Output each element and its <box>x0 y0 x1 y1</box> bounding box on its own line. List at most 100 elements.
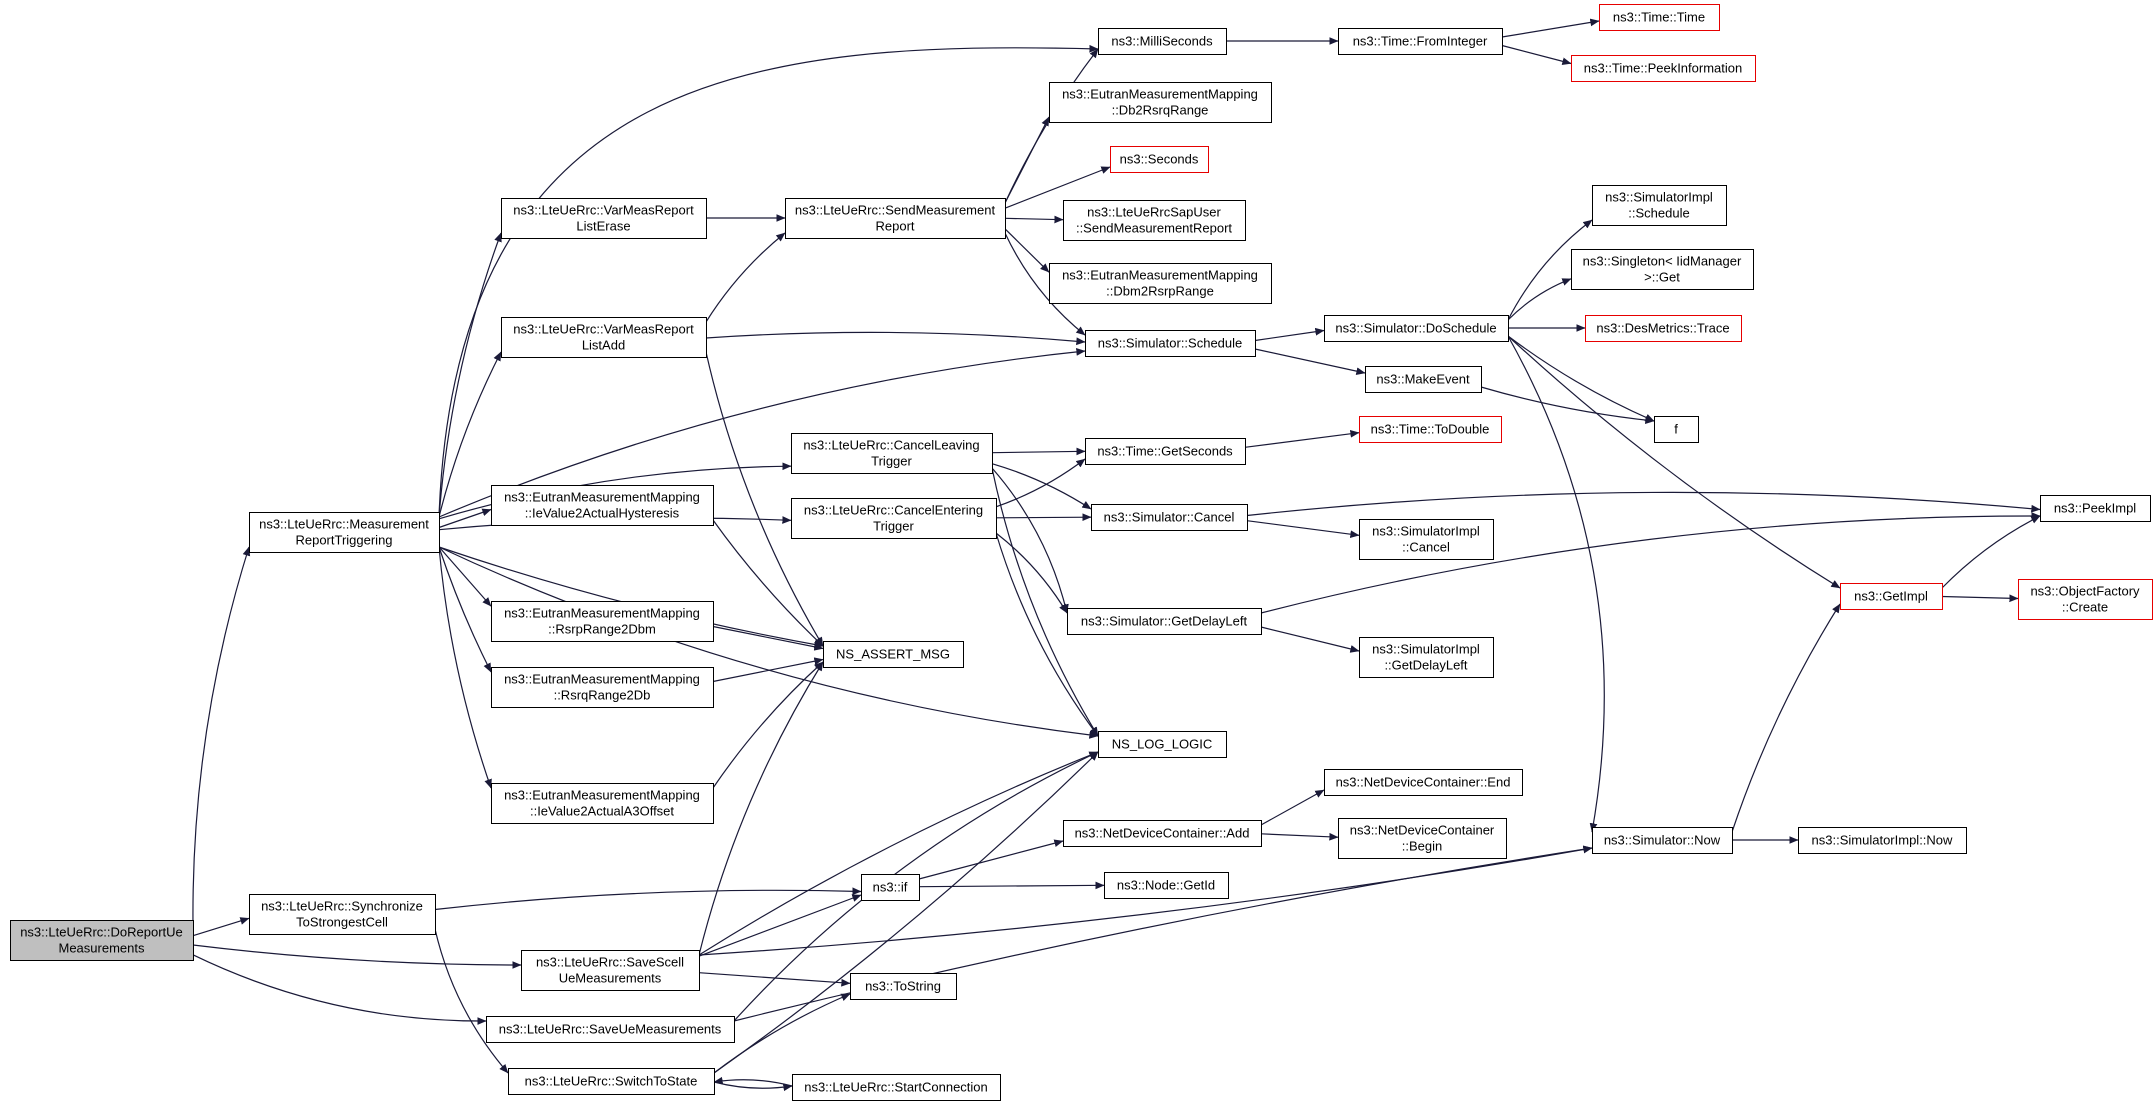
call-edge-from-integer--time-time <box>1501 18 1600 38</box>
call-edge-make-event--f <box>1480 386 1655 424</box>
graph-node-db2rsrq[interactable]: ns3::EutranMeasurementMapping::Db2RsrqRa… <box>1049 82 1272 123</box>
call-edge-get-seconds--to-double <box>1244 429 1360 448</box>
graph-node-save-ue[interactable]: ns3::LteUeRrc::SaveUeMeasurements <box>486 1016 735 1043</box>
call-edge-report-triggering--sim-schedule <box>438 348 1086 518</box>
call-edge-sim-schedule--make-event <box>1254 348 1366 375</box>
graph-node-impl-now[interactable]: ns3::SimulatorImpl::Now <box>1798 827 1967 854</box>
graph-node-label: ns3::Time::PeekInformation <box>1584 61 1742 76</box>
graph-node-obj-create[interactable]: ns3::ObjectFactory::Create <box>2018 579 2153 620</box>
graph-node-get-delay-left[interactable]: ns3::Simulator::GetDelayLeft <box>1067 608 1262 635</box>
call-edge-send-report--sap-send-report <box>1004 215 1064 224</box>
graph-node-label: ns3::Time::ToDouble <box>1371 422 1490 437</box>
graph-node-label: ns3::Simulator::Cancel <box>1104 510 1235 525</box>
call-edge-cancel-leaving--get-seconds <box>991 447 1086 456</box>
call-edge-do-schedule--impl-schedule <box>1507 219 1593 321</box>
graph-node-ndc-end[interactable]: ns3::NetDeviceContainer::End <box>1324 769 1523 796</box>
graph-node-make-event[interactable]: ns3::MakeEvent <box>1365 366 1482 393</box>
call-edge-ie-hysteresis--assert-msg <box>712 519 824 647</box>
call-edge-switch-state--to-string <box>713 993 851 1074</box>
graph-node-get-seconds[interactable]: ns3::Time::GetSeconds <box>1085 438 1246 465</box>
graph-node-rsrp2dbm[interactable]: ns3::EutranMeasurementMapping::RsrpRange… <box>491 601 714 642</box>
call-edge-report-triggering--list-erase <box>438 232 502 518</box>
graph-node-seconds[interactable]: ns3::Seconds <box>1110 146 1209 173</box>
call-edge-if--ndc-add <box>918 839 1064 880</box>
graph-node-log-logic[interactable]: NS_LOG_LOGIC <box>1098 731 1227 758</box>
graph-node-to-string[interactable]: ns3::ToString <box>850 973 957 1000</box>
call-edge-list-add--send-report <box>705 232 786 323</box>
graph-node-label: ns3::SimulatorImpl::Now <box>1812 833 1953 848</box>
call-edge-do-schedule--get-impl <box>1507 335 1841 589</box>
graph-node-peek-impl[interactable]: ns3::PeekImpl <box>2040 495 2151 522</box>
call-edge-rsrp2dbm--assert-msg <box>712 625 824 651</box>
graph-node-label: f <box>1674 422 1678 437</box>
graph-node-label: NS_ASSERT_MSG <box>836 647 950 662</box>
call-edge-report-triggering--ie-a3offset <box>438 546 492 789</box>
graph-node-get-impl[interactable]: ns3::GetImpl <box>1840 583 1943 610</box>
graph-node-if[interactable]: ns3::if <box>861 874 920 901</box>
graph-node-ie-a3offset[interactable]: ns3::EutranMeasurementMapping::IeValue2A… <box>491 783 714 824</box>
graph-node-to-double[interactable]: ns3::Time::ToDouble <box>1359 416 1502 443</box>
call-edge-if--node-get-id <box>918 881 1105 890</box>
call-edge-send-report--seconds <box>1004 166 1111 209</box>
graph-node-start-connection[interactable]: ns3::LteUeRrc::StartConnection <box>792 1074 1001 1101</box>
call-edge-send-report--sim-schedule <box>1004 232 1086 336</box>
graph-node-impl-get-delay-left[interactable]: ns3::SimulatorImpl::GetDelayLeft <box>1359 637 1494 678</box>
graph-node-milliseconds[interactable]: ns3::MilliSeconds <box>1098 28 1227 55</box>
graph-node-assert-msg[interactable]: NS_ASSERT_MSG <box>823 641 964 668</box>
graph-node-sim-schedule[interactable]: ns3::Simulator::Schedule <box>1085 330 1256 357</box>
graph-node-f[interactable]: f <box>1654 416 1699 443</box>
call-edge-report-triggering--list-add <box>438 351 502 518</box>
graph-node-label: ns3::GetImpl <box>1854 589 1928 604</box>
call-edge-sim-schedule--do-schedule <box>1254 327 1325 342</box>
graph-node-from-integer[interactable]: ns3::Time::FromInteger <box>1338 28 1503 55</box>
graph-node-impl-cancel[interactable]: ns3::SimulatorImpl::Cancel <box>1359 519 1494 560</box>
call-edge-cancel-leaving--get-delay-left <box>991 467 1069 614</box>
call-edge-synchronize-cell--switch-state <box>434 928 509 1074</box>
call-edge-cancel-leaving--log-logic <box>991 467 1099 737</box>
graph-node-label: ns3::DesMetrics::Trace <box>1596 321 1729 336</box>
graph-node-label: ns3::Time::FromInteger <box>1353 34 1488 49</box>
graph-node-dbm2rsrp[interactable]: ns3::EutranMeasurementMapping::Dbm2RsrpR… <box>1049 263 1272 304</box>
call-edge-report-triggering--milliseconds <box>438 44 1099 518</box>
graph-node-label: ns3::EutranMeasurementMapping::Db2RsrqRa… <box>1062 87 1258 118</box>
graph-node-impl-schedule[interactable]: ns3::SimulatorImpl::Schedule <box>1592 185 1727 226</box>
graph-node-node-get-id[interactable]: ns3::Node::GetId <box>1104 872 1229 899</box>
call-edge-save-scell--if <box>698 894 862 957</box>
graph-node-ndc-add[interactable]: ns3::NetDeviceContainer::Add <box>1063 820 1262 847</box>
graph-node-singleton-get[interactable]: ns3::Singleton< IidManager>::Get <box>1571 249 1754 290</box>
call-edge-ie-a3offset--assert-msg <box>712 661 824 789</box>
graph-node-rsrq2db[interactable]: ns3::EutranMeasurementMapping::RsrqRange… <box>491 667 714 708</box>
graph-node-ie-hysteresis[interactable]: ns3::EutranMeasurementMapping::IeValue2A… <box>491 485 714 526</box>
graph-node-sim-cancel[interactable]: ns3::Simulator::Cancel <box>1091 504 1248 531</box>
graph-node-do-schedule[interactable]: ns3::Simulator::DoSchedule <box>1324 315 1509 342</box>
graph-node-label: ns3::Seconds <box>1120 152 1199 167</box>
graph-node-label: ns3::LteUeRrcSapUser::SendMeasurementRep… <box>1076 205 1232 236</box>
graph-node-label: ns3::LteUeRrc::SwitchToState <box>525 1074 698 1089</box>
graph-node-peek-information[interactable]: ns3::Time::PeekInformation <box>1571 55 1756 82</box>
graph-node-label: ns3::PeekImpl <box>2054 501 2136 516</box>
graph-node-ndc-begin[interactable]: ns3::NetDeviceContainer::Begin <box>1338 818 1507 859</box>
graph-node-sap-send-report[interactable]: ns3::LteUeRrcSapUser::SendMeasurementRep… <box>1063 200 1246 241</box>
graph-node-des-trace[interactable]: ns3::DesMetrics::Trace <box>1585 315 1742 342</box>
call-edge-save-ue--log-logic <box>733 751 1099 1022</box>
graph-node-sim-now[interactable]: ns3::Simulator::Now <box>1592 827 1733 854</box>
graph-node-time-time[interactable]: ns3::Time::Time <box>1599 4 1720 31</box>
graph-node-switch-state[interactable]: ns3::LteUeRrc::SwitchToState <box>508 1068 715 1095</box>
